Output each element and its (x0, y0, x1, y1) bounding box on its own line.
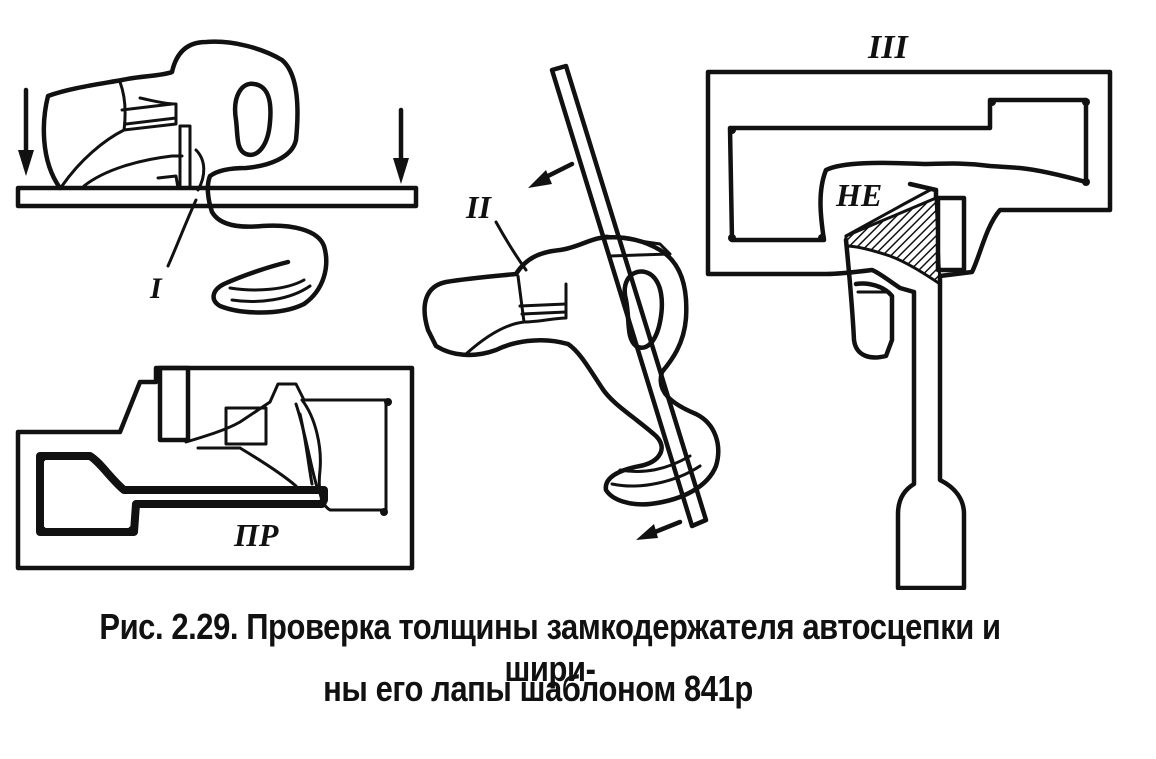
gauge-NE (705, 69, 1113, 590)
label-I: I (149, 272, 163, 305)
arrow-upper-left (528, 161, 575, 188)
technical-diagram: I ПР II (15, 29, 1113, 590)
gauge-PR-slot (36, 452, 328, 536)
label-II: II (465, 189, 492, 225)
hatched-section (844, 195, 942, 287)
label-PR: ПР (233, 517, 279, 553)
figure-caption-line-2: ны его лапы шаблоном 841р (323, 668, 753, 709)
down-arrow-left (18, 87, 34, 176)
rotated-lock-holder (422, 235, 721, 507)
figure-caption-line-1: Рис. 2.29. Проверка толщины замкодержате… (99, 606, 1001, 689)
view-III: III НЕ (705, 29, 1113, 590)
lock-holder-body (41, 39, 329, 315)
gauge-PR: ПР (15, 365, 415, 571)
label-III: III (867, 29, 909, 66)
oval-hole (232, 81, 273, 158)
view-II: II (422, 63, 721, 540)
gauge-bar (549, 63, 709, 529)
label-NE: НЕ (835, 177, 882, 213)
view-I-part: I (15, 39, 419, 315)
arrow-lower-left (636, 519, 683, 540)
down-arrow-right (393, 107, 409, 184)
gauge-plate (15, 185, 419, 209)
